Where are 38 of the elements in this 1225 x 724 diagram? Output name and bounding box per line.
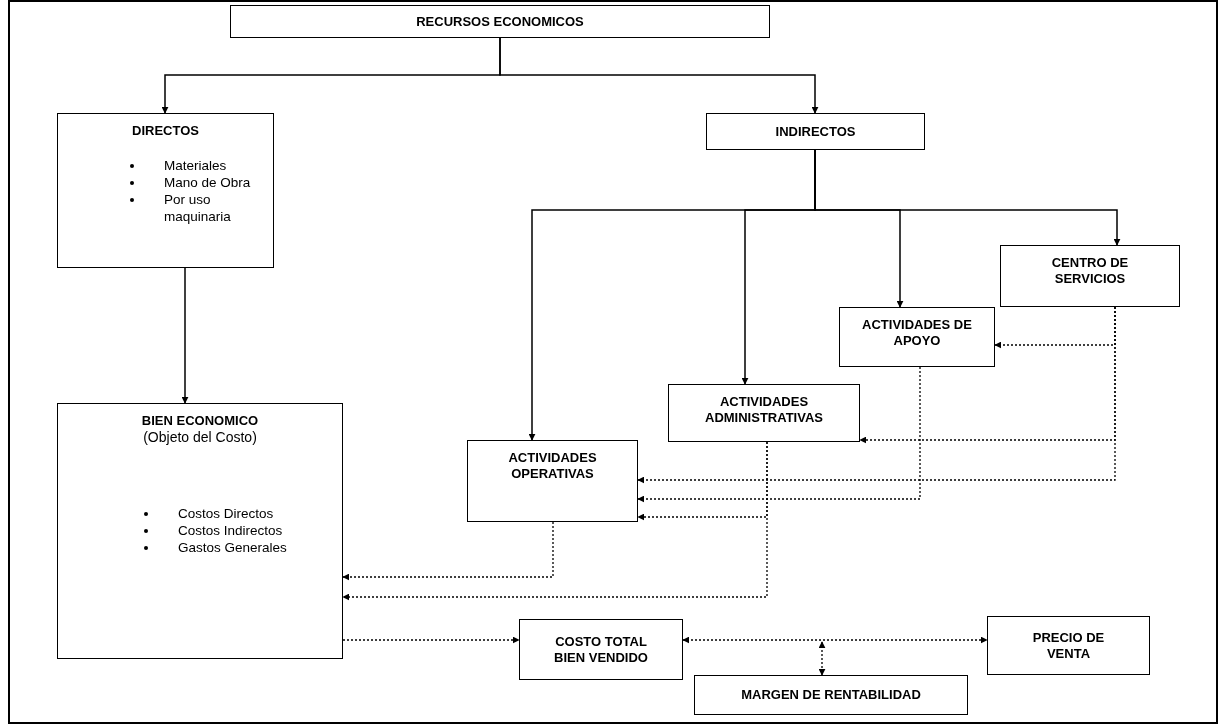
- box-title: CENTRO DE SERVICIOS: [1050, 255, 1130, 287]
- process-box: [519, 619, 683, 680]
- arrow: [342, 521, 554, 581]
- arrow: [342, 636, 520, 644]
- arrow: [682, 636, 988, 644]
- box-title: ACTIVIDADES OPERATIVAS: [507, 450, 598, 482]
- list-item: Gastos Generales: [178, 539, 287, 556]
- box-title: ACTIVIDADES DE APOYO: [862, 317, 972, 349]
- box-title: PRECIO DE VENTA: [1031, 629, 1106, 662]
- list-item: Mano de Obra: [164, 174, 251, 191]
- arrow: [342, 441, 768, 601]
- process-box: [467, 440, 638, 522]
- process-box: [57, 403, 343, 659]
- arrow: [181, 267, 189, 404]
- process-box: [694, 675, 968, 715]
- box-title: DIRECTOS: [132, 123, 199, 139]
- list-item: Materiales: [164, 157, 227, 174]
- box-title: COSTO TOTAL BIEN VENDIDO: [553, 633, 649, 666]
- list-item: Por uso maquinaria: [164, 191, 232, 225]
- box-title: ACTIVIDADES ADMINISTRATIVAS: [704, 394, 824, 426]
- box-subtitle: (Objeto del Costo): [143, 429, 257, 445]
- box-title: MARGEN DE RENTABILIDAD: [741, 687, 921, 703]
- list-item: Costos Directos: [178, 505, 274, 522]
- arrow: [818, 641, 826, 676]
- arrow: [499, 37, 819, 114]
- process-box: [1000, 245, 1180, 307]
- process-box: [57, 113, 274, 268]
- process-box: [668, 384, 860, 442]
- process-box: [230, 5, 770, 38]
- process-box: [987, 616, 1150, 675]
- box-title: RECURSOS ECONOMICOS: [416, 13, 584, 30]
- arrow: [637, 306, 1116, 484]
- box-title: INDIRECTOS: [775, 123, 856, 140]
- process-box: [706, 113, 925, 150]
- process-box: [839, 307, 995, 367]
- list-item: Costos Indirectos: [178, 522, 283, 539]
- arrow: [637, 366, 921, 503]
- box-title: BIEN ECONOMICO: [141, 413, 259, 429]
